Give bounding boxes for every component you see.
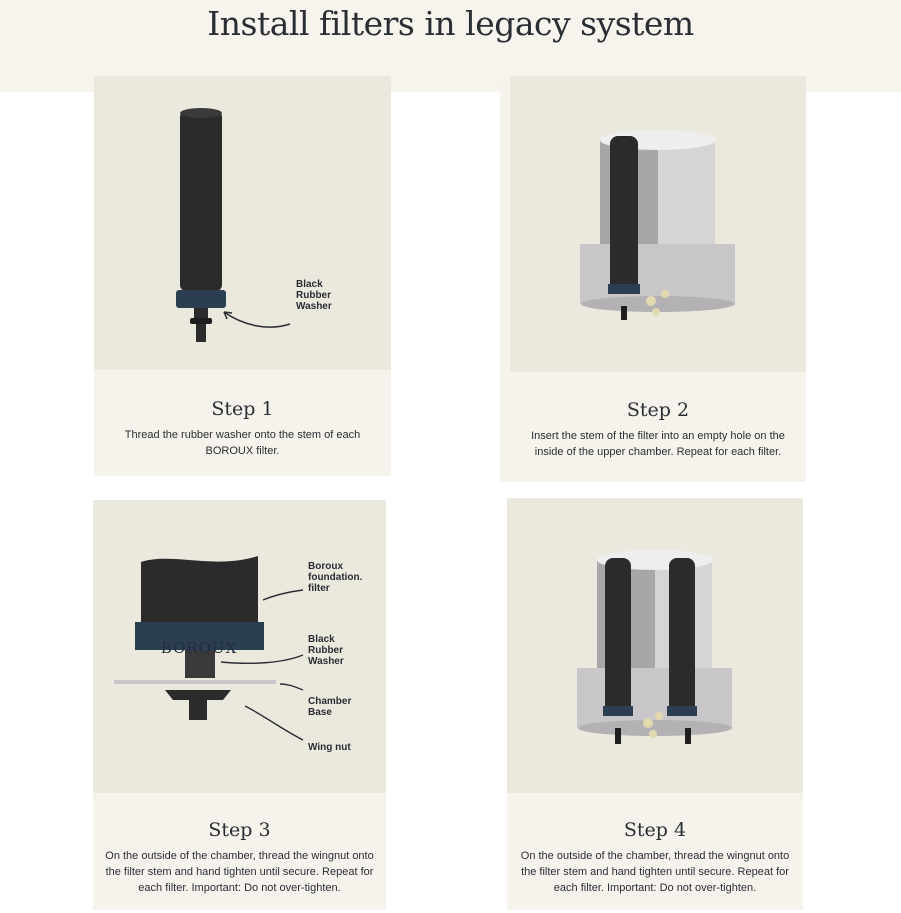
upper-chamber-icon (580, 130, 735, 320)
arrow-icon (244, 705, 304, 741)
step-4-description: On the outside of the chamber, thread th… (520, 850, 790, 894)
arrow-icon (223, 311, 291, 328)
filter-detail-icon (114, 556, 276, 720)
filter-candle-icon (176, 108, 226, 342)
chamber-base-label: Chamber Base (308, 696, 352, 718)
upper-chamber-icon (577, 550, 732, 744)
step-4-title: Step 4 (623, 819, 687, 841)
washer-label: Black Rubber Washer (296, 279, 332, 312)
step-2-illustration (510, 76, 806, 372)
arrow-icon (279, 683, 304, 691)
arrow-icon (262, 589, 304, 601)
step-1-description: Thread the rubber washer onto the stem o… (124, 429, 361, 457)
step-2-title: Step 2 (626, 399, 690, 421)
step-3-illustration: BOROUX Boroux foundation. filter Black R… (93, 500, 386, 793)
brand-logo: BOROUX (161, 639, 238, 657)
step-3-title: Step 3 (208, 819, 271, 841)
wing-nut-label: Wing nut (308, 742, 351, 753)
page-title: Install filters in legacy system (207, 4, 694, 43)
step-4-illustration (507, 498, 803, 793)
arrow-icon (220, 654, 304, 665)
step-3-description: On the outside of the chamber, thread th… (105, 850, 374, 894)
washer-label: Black Rubber Washer (308, 634, 344, 667)
step-2-description: Insert the stem of the filter into an em… (531, 430, 785, 458)
step-1-illustration: Black Rubber Washer (94, 76, 391, 370)
filter-label: Boroux foundation. filter (308, 561, 363, 594)
step-1-title: Step 1 (211, 398, 274, 420)
